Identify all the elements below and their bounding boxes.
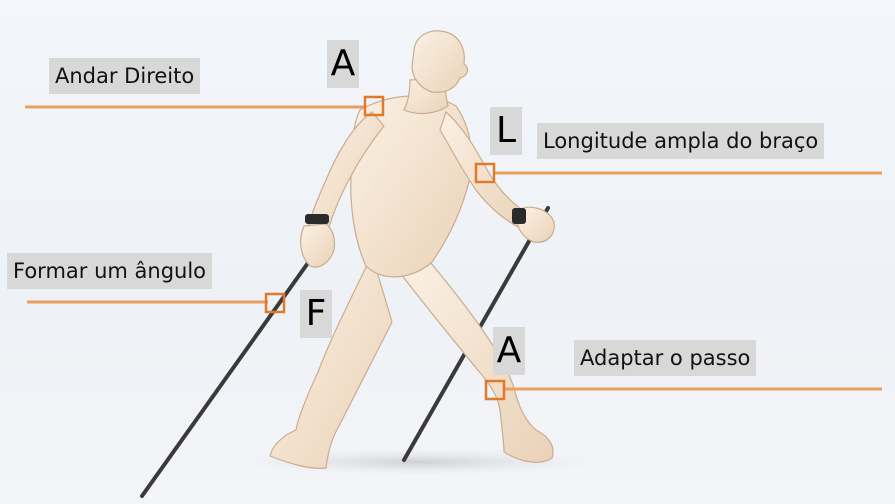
- letter-shoulder: A: [327, 40, 359, 88]
- head: [412, 31, 467, 93]
- label-longitude: Longitude ampla do braço: [537, 123, 824, 159]
- back-leg: [270, 255, 392, 468]
- label-formar-angulo: Formar um ângulo: [7, 253, 212, 289]
- label-adaptar-passo: Adaptar o passo: [574, 340, 756, 376]
- label-andar-direito: Andar Direito: [49, 58, 200, 94]
- letter-knee: A: [493, 327, 525, 375]
- front-wrist-strap: [512, 208, 526, 224]
- back-wrist-strap: [305, 214, 329, 224]
- letter-elbow: L: [490, 107, 522, 155]
- back-hand: [301, 224, 335, 267]
- letter-hand: F: [300, 290, 332, 338]
- front-leg: [392, 262, 553, 462]
